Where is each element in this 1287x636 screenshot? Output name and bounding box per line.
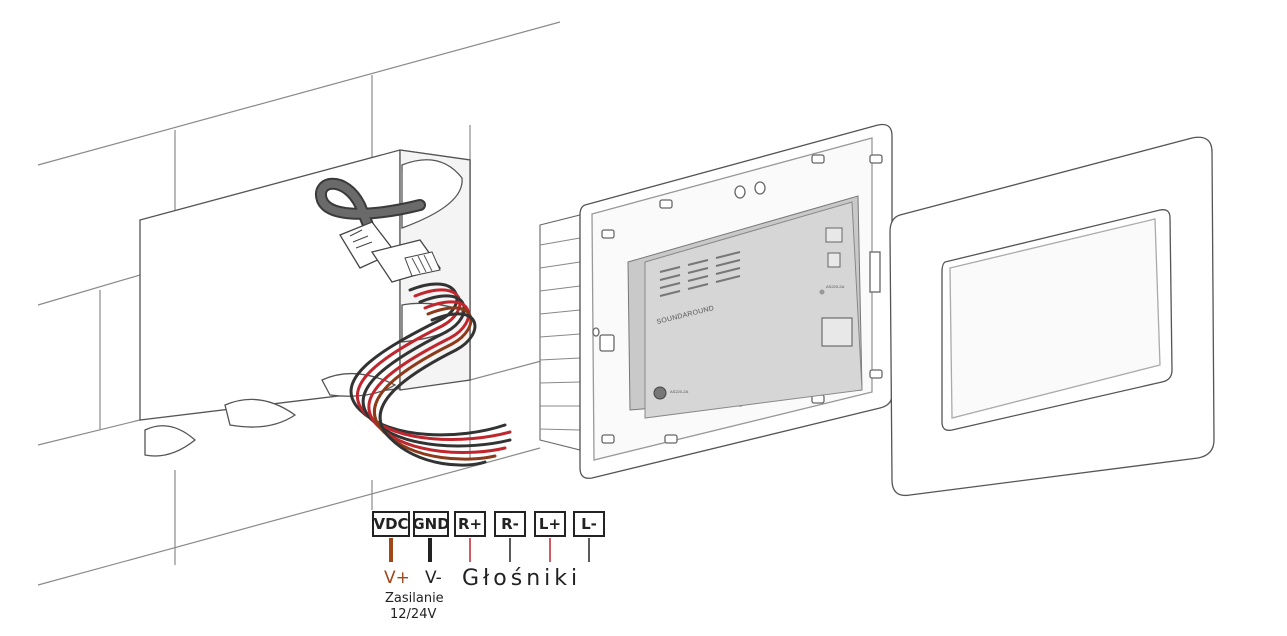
device-model-label: AS220-2A [826,284,845,289]
terminal-vdc: VDC [372,511,410,537]
terminal-wires [389,538,590,562]
legend-voltage: 12/24V [390,607,437,622]
terminal-r-plus: R+ [454,511,486,537]
terminal-gnd: GND [412,511,450,537]
legend-vplus: V+ [384,568,410,588]
terminal-l-plus: L+ [534,511,566,537]
legend-power: Zasilanie [385,591,444,606]
control-panel [627,195,863,419]
front-cover [869,136,1215,497]
legend-speakers: Głośniki [462,566,582,591]
device-model-bottom-label: AS220-2A [670,389,689,394]
wall [37,21,561,586]
amplifier-heatsink [539,214,581,451]
terminal-r-minus: R- [494,511,526,537]
wire-bundle [349,282,512,467]
legend-vminus: V- [425,568,442,588]
terminal-l-minus: L- [573,511,605,537]
ethernet-cable [315,177,442,283]
